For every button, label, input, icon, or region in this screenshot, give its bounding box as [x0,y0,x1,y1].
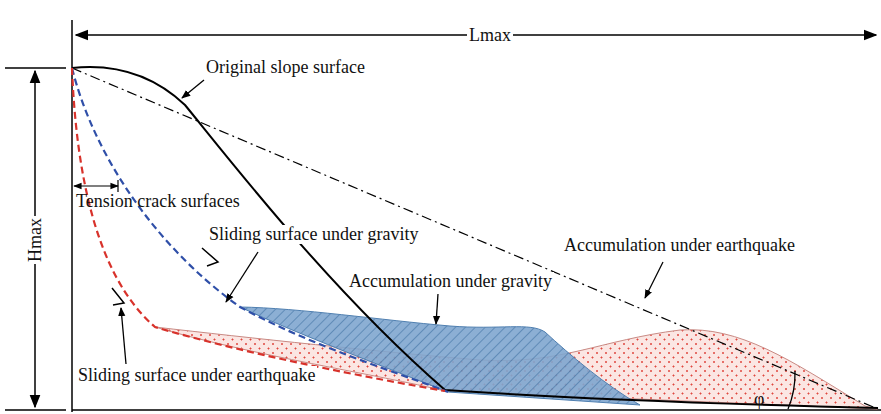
earthquake-sliding-surface [72,68,445,391]
annotation-label: Tension crack surfaces [74,192,242,211]
annotation-label: Sliding surface under gravity [207,225,420,244]
leader-line [182,80,204,98]
angle-arc [788,371,795,409]
gravity-sliding-surface [72,68,448,392]
slip-arrow [112,288,124,305]
slip-arrow [202,248,218,266]
leader-line [121,308,126,364]
annotation-label: Accumulation under gravity [347,272,554,291]
annotation-label: Accumulation under earthquake [562,236,797,255]
annotation-label: Sliding surface under earthquake [76,366,317,385]
tension-crack-tick [117,180,118,192]
height-tick [5,67,66,69]
dimension-label: Lmax [467,26,513,45]
height-tick [5,409,66,411]
travel-angle-line [72,68,878,409]
left-axis [71,20,73,412]
annotation-label: φ [752,390,766,409]
tension-crack-width [74,185,118,186]
gravity-deposit [240,307,640,405]
dimension-label: Hmax [26,216,45,264]
leader-line [226,252,258,302]
annotation-label: Original slope surface [204,58,367,77]
leader-line [436,294,438,324]
original-slope [72,67,878,408]
leader-line [645,262,663,298]
ground-line [72,409,881,411]
